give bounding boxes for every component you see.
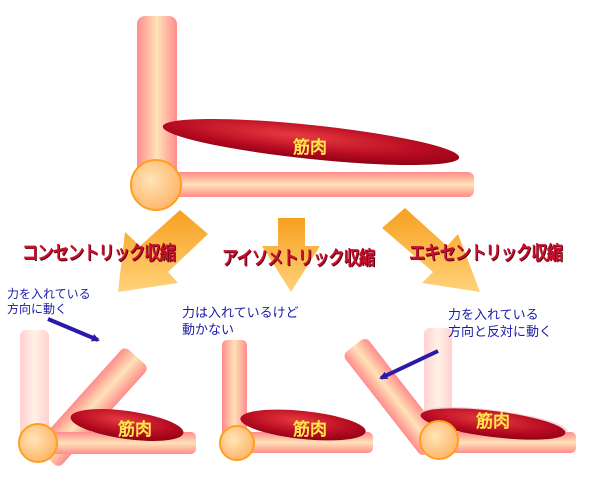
faint-upper-bone xyxy=(20,330,49,448)
eccentric-note-line1: 力を入れている xyxy=(448,308,539,323)
upper-bone xyxy=(344,338,444,456)
top-muscle-label: 筋肉 xyxy=(293,138,327,158)
muscle-shape xyxy=(70,409,184,441)
eccentric-note: 力を入れている 方向と反対に動く xyxy=(448,307,552,341)
concentric-note-line2: 方向に動く xyxy=(7,302,68,316)
direction-arrow xyxy=(379,349,439,380)
eccentric-muscle-label: 筋肉 xyxy=(476,412,510,432)
concentric-note: 力を入れている 方向に動く xyxy=(7,287,91,317)
concentric-note-line1: 力を入れている xyxy=(7,287,91,301)
eccentric-heading: エキセントリック収縮 xyxy=(409,242,563,264)
eccentric-diagram xyxy=(344,328,576,460)
joint-circle xyxy=(18,423,58,463)
muscle-shape xyxy=(162,119,460,165)
eccentric-note-line2: 方向と反対に動く xyxy=(448,325,553,340)
muscle-shape xyxy=(240,409,366,441)
joint-circle xyxy=(219,425,255,461)
isometric-diagram xyxy=(219,340,373,461)
concentric-heading: コンセントリック収縮 xyxy=(22,242,176,264)
concentric-muscle-label: 筋肉 xyxy=(118,420,152,440)
isometric-note-line1: 力は入れているけど xyxy=(182,306,299,321)
isometric-heading: アイソメトリック収縮 xyxy=(222,247,375,269)
upper-bone xyxy=(222,340,247,450)
upper-bone xyxy=(137,16,177,186)
arrow-left xyxy=(118,210,208,292)
arrow-right xyxy=(382,208,480,292)
concentric-diagram xyxy=(18,317,196,466)
isometric-note-line2: 動かない xyxy=(182,323,235,338)
joint-circle xyxy=(419,420,459,460)
lower-bone xyxy=(150,172,474,197)
direction-arrow xyxy=(47,317,100,342)
arrow-center xyxy=(262,218,320,292)
isometric-note: 力は入れているけど 動かない xyxy=(182,305,299,339)
joint-circle xyxy=(130,159,182,211)
isometric-muscle-label: 筋肉 xyxy=(293,420,327,440)
branch-arrows xyxy=(118,208,480,292)
top-arm-diagram xyxy=(130,16,474,211)
muscle-shape xyxy=(420,408,566,440)
